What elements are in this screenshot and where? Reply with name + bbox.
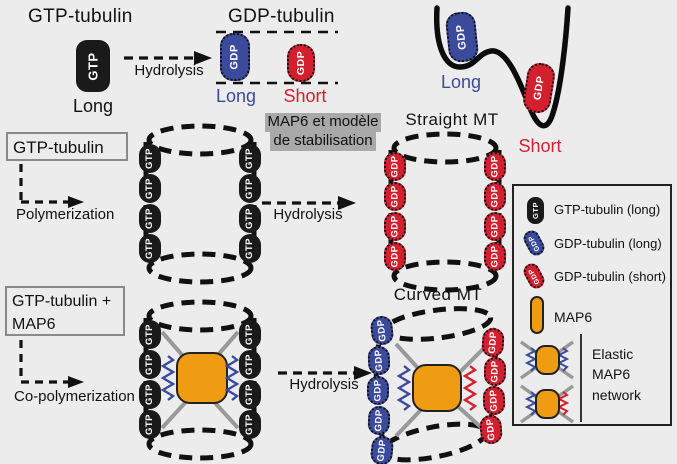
legend-gdp-short-label: GDP-tubulin (short) [554,269,666,284]
gtp-map6-box-line1: GTP-tubulin + [12,293,112,310]
gtp-subunit: GTP [239,410,261,439]
gtp-subunit: GTP [239,174,261,203]
gdp-short-subunit: GDP [484,242,506,271]
straight-microtubule: GDP GDP GDP GDP GDP GDP GDP GDP [383,128,507,296]
hydrolysis-label-mid: Hydrolysis [273,206,343,223]
legend-elastic-network-bluered-icon [519,384,575,424]
legend-map6-label: MAP6 [554,309,593,325]
hydrolysis-arrow-mid-icon [262,196,356,210]
gdp-long-subunit: GDP [367,405,391,436]
gdp-short-subunit: GDP [384,212,406,241]
energy-landscape-curve-icon [433,5,571,129]
gdp-long-pill: GDP [220,33,250,81]
gtp-subunit: GTP [239,234,261,263]
curved-microtubule: GDP GDP GDP GDP GDP GDP GDP GDP GDP [366,302,512,464]
gdp-long-subunit: GDP [367,345,391,376]
gdp-short-pill-label: GDP [295,50,308,76]
energy-gdp-long-pill-label: GDP [454,23,470,51]
gtp-subunit: GTP [239,320,261,349]
gtp-tubulin-box-label: GTP-tubulin [13,138,104,157]
legend-gtp-long-label: GTP-tubulin (long) [554,202,661,217]
gtp-subunit: GTP [239,204,261,233]
legend-gdp-long-label: GDP-tubulin (long) [554,236,662,251]
gtp-subunit: GTP [239,350,261,379]
copolymerization-arrow-icon [19,340,84,388]
curved-map6-springs-icon [396,365,478,411]
hydrolysis-arrow-bottom-icon [278,366,372,380]
gtp-subunit: GTP [139,320,161,349]
map6-blob [412,364,462,412]
gdp-short-subunit: GDP [484,152,506,181]
map6-springs-icon [160,355,240,401]
legend-map6-pill [530,296,544,334]
copolymerization-label: Co-polymerization [14,388,135,405]
gtp-subunit: GTP [139,350,161,379]
gtp-tubulin-heading: GTP-tubulin [28,6,133,27]
polymerization-arrow-icon [19,164,84,208]
gtp-subunit: GTP [239,380,261,409]
gtp-subunit: GTP [139,380,161,409]
gdp-short-subunit: GDP [482,385,506,416]
gtp-map6-box-line2: MAP6 [12,316,56,333]
gdp-tubulin-heading: GDP-tubulin [228,6,335,27]
gdp-short-subunit: GDP [478,414,504,445]
gtp-map6-microtubule: GTP GTP GTP GTP GTP GTP GTP GTP [138,296,262,464]
gtp-monomer-pill-label: GTP [85,51,101,81]
legend-divider [580,334,582,422]
gdp-long-subunit: GDP [369,434,395,464]
legend-gdp-short-pill: GDP [520,260,548,292]
gdp-short-pill: GDP [287,44,315,82]
energy-gdp-long-pill: GDP [444,10,480,64]
legend-gtp-pill: GTP [527,197,544,224]
gdp-short-subunit: GDP [384,242,406,271]
gdp-short-subunit: GDP [384,182,406,211]
gdp-short-subunit: GDP [384,152,406,181]
gdp-short-subunit: GDP [484,182,506,211]
legend-elastic-label: Elastic MAP6 network [592,346,642,403]
hydrolysis-arrow-top-icon [124,51,212,65]
legend-elastic-network-blue-icon [519,340,575,380]
gtp-subunit: GTP [239,144,261,173]
gdp-long-pill-label: GDP [229,44,241,70]
energy-long-label: Long [440,72,482,92]
straight-mt-title: Straight MT [405,110,499,129]
legend-box: GTP GTP-tubulin (long) GDP GDP-tubulin (… [512,184,672,426]
gtp-long-label: Long [72,96,114,116]
gdp-long-text: Long [215,86,257,106]
gdp-long-subunit: GDP [367,376,389,405]
gtp-subunit: GTP [139,234,161,263]
map6-note-line1: MAP6 et modèle [264,113,382,132]
map6-note-line2: de stabilisation [270,131,376,151]
energy-gdp-short-pill-label: GDP [531,75,547,101]
gtp-subunit: GTP [139,174,161,203]
gtp-subunit: GTP [139,410,161,439]
gtp-tubulin-box: GTP-tubulin [6,132,128,161]
gtp-subunit: GTP [139,144,161,173]
gtp-microtubule: GTP GTP GTP GTP GTP GTP GTP GTP [138,120,262,288]
map6-model-note: MAP6 et modèle de stabilisation [260,113,386,151]
energy-short-label: Short [518,136,562,156]
gdp-short-subunit: GDP [483,356,507,387]
gdp-short-subunit: GDP [484,212,506,241]
gtp-monomer-pill: GTP [76,40,110,92]
length-guide-lines-icon [216,30,338,85]
gtp-map6-box: GTP-tubulin + MAP6 [5,286,125,336]
legend-gdp-long-pill: GDP [520,227,548,259]
hydrolysis-label-top: Hydrolysis [134,62,204,79]
polymerization-label: Polymerization [16,206,115,223]
gtp-subunit: GTP [139,204,161,233]
curved-mt-title: Curved MT [393,285,483,304]
gdp-short-text: Short [283,86,327,106]
hydrolysis-label-bottom: Hydrolysis [289,376,359,393]
